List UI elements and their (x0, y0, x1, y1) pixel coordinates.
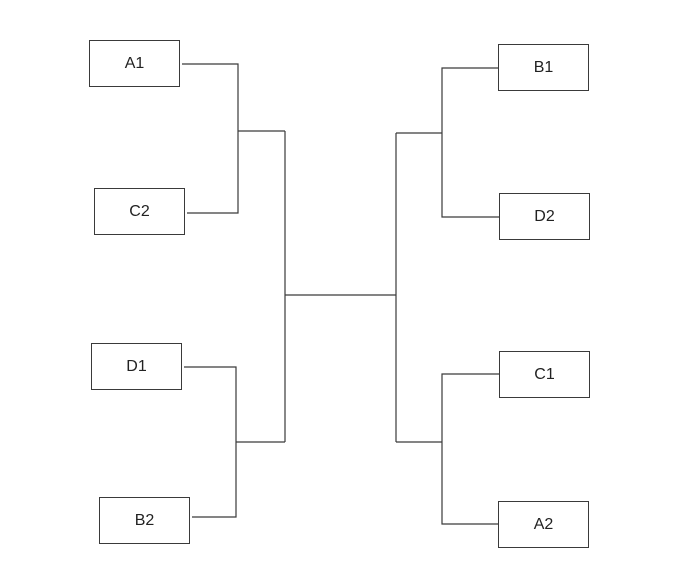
team-box-b1: B1 (498, 44, 589, 91)
team-box-d2: D2 (499, 193, 590, 240)
team-label-c1: C1 (534, 365, 555, 383)
team-label-a1: A1 (124, 54, 145, 72)
connector-a1-c2 (182, 63, 285, 214)
team-label-b1: B1 (533, 58, 554, 76)
team-label-a2: A2 (533, 515, 554, 533)
team-box-a1: A1 (89, 40, 180, 87)
team-box-c2: C2 (94, 188, 185, 235)
team-label-b2: B2 (134, 511, 155, 529)
team-box-b2: B2 (99, 497, 190, 544)
connector-d1-b2 (184, 366, 285, 518)
team-label-d2: D2 (534, 207, 555, 225)
connector-b1-d2 (396, 67, 499, 218)
team-box-a2: A2 (498, 501, 589, 548)
team-box-c1: C1 (499, 351, 590, 398)
connector-c1-a2 (396, 373, 499, 525)
team-box-d1: D1 (91, 343, 182, 390)
team-label-c2: C2 (129, 202, 150, 220)
team-label-d1: D1 (126, 357, 147, 375)
